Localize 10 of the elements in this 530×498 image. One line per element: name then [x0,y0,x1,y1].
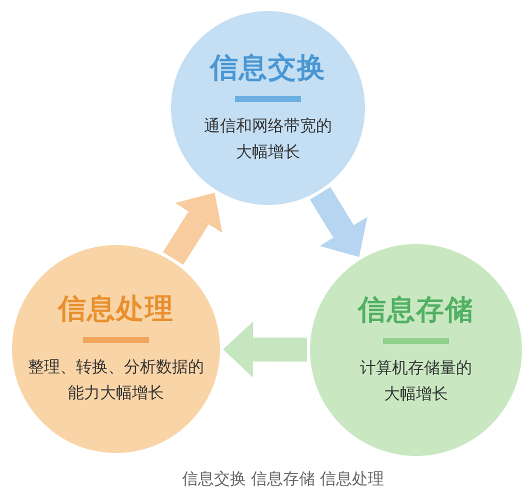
circle-description: 通信和网络带宽的大幅增长 [203,115,333,163]
arrow [310,187,368,257]
circle-title: 信息交换 [210,51,326,85]
circle-title: 信息处理 [58,292,174,326]
circle-description: 整理、转换、分析数据的能力大幅增长 [26,356,205,404]
circle-title: 信息存储 [358,293,474,327]
caption: 信息交换 信息存储 信息处理 [182,469,384,489]
arrow [223,321,308,378]
arrow [162,192,222,265]
circle-description: 计算机存储量的大幅增长 [358,357,473,405]
